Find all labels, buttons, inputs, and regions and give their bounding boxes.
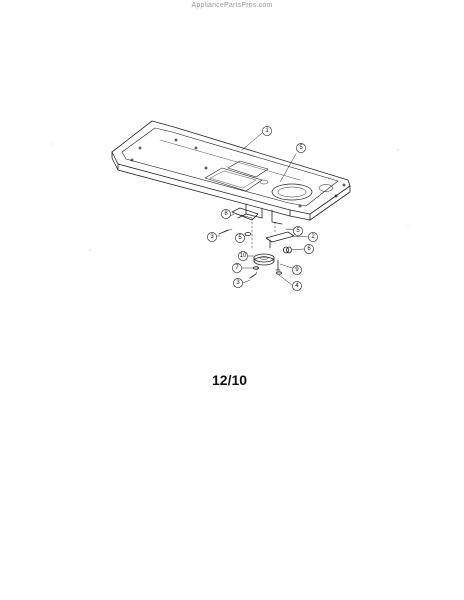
leader-5-right — [285, 228, 295, 231]
watermark-text: AppliancePartsPros.com — [191, 2, 273, 9]
leader-8 — [229, 213, 235, 217]
hanger-bracket — [237, 203, 283, 249]
idler-pulley — [253, 253, 275, 266]
scan-specks — [39, 127, 409, 251]
svg-text:8: 8 — [224, 211, 228, 217]
page-code: 12/10 — [212, 372, 248, 388]
shoulder-bolt — [275, 259, 281, 271]
bolt-lower — [249, 265, 259, 279]
svg-text:5: 5 — [238, 235, 242, 241]
svg-text:5: 5 — [299, 145, 303, 151]
callout-3-lower: 3 — [233, 278, 243, 288]
leader-5-top — [279, 153, 297, 183]
hex-nut — [276, 271, 282, 275]
callout-1: 1 — [262, 126, 272, 136]
callout-10: 10 — [238, 251, 248, 261]
callout-9: 9 — [292, 265, 302, 275]
svg-text:6: 6 — [307, 246, 311, 252]
svg-text:3: 3 — [210, 234, 214, 240]
bolt-upper-left — [218, 228, 233, 235]
leader-lines — [215, 132, 309, 286]
svg-text:7: 7 — [235, 265, 239, 271]
leader-6 — [290, 248, 305, 251]
washer-left — [244, 232, 252, 236]
svg-text:5: 5 — [296, 228, 300, 234]
callout-7: 7 — [232, 263, 242, 273]
leader-4 — [278, 274, 293, 286]
callout-5-top: 5 — [296, 143, 306, 153]
callout-4: 4 — [292, 281, 302, 291]
deck-plate — [111, 120, 351, 221]
leader-2 — [291, 235, 309, 238]
callout-5-right: 5 — [293, 226, 303, 236]
svg-text:2: 2 — [311, 234, 315, 240]
idler-bracket-right — [265, 231, 295, 249]
leader-9 — [279, 263, 293, 269]
svg-text:1: 1 — [265, 128, 269, 134]
callout-3-upper: 3 — [207, 232, 217, 242]
callout-8: 8 — [221, 209, 231, 219]
svg-text:3: 3 — [236, 280, 240, 286]
spacer — [283, 246, 292, 254]
idler-arm-bracket — [231, 207, 259, 221]
svg-text:4: 4 — [295, 283, 299, 289]
callout-2: 2 — [308, 232, 318, 242]
leader-3-lower — [242, 279, 251, 284]
callout-6: 6 — [304, 244, 314, 254]
svg-text:9: 9 — [295, 267, 299, 273]
leader-1 — [241, 132, 263, 151]
svg-text:10: 10 — [240, 253, 247, 259]
callout-5-left: 5 — [235, 233, 245, 243]
